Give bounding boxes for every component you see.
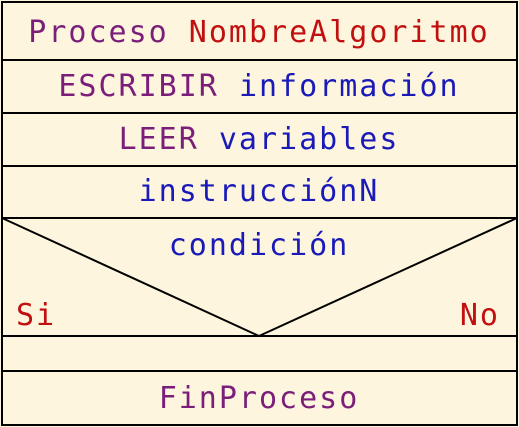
write-keyword: ESCRIBIR [58,69,219,104]
write-text: información [239,69,460,104]
footer-keyword: FinProceso [159,381,360,416]
decision-yes-label: Si [16,298,56,333]
decision-condition: condición [169,228,350,263]
instruction-text: instrucciónN [139,174,380,209]
header-title: Proceso NombreAlgoritmo [28,15,489,50]
decision-left-diagonal [1,217,260,337]
decision-no-label: No [460,298,500,333]
read-block: LEER variables [119,122,400,157]
read-text: variables [219,122,400,157]
write-block: ESCRIBIR información [58,69,459,104]
decision-right-diagonal [258,217,518,337]
header-name: NombreAlgoritmo [189,15,490,50]
header-keyword: Proceso [28,15,168,50]
read-keyword: LEER [119,122,199,157]
